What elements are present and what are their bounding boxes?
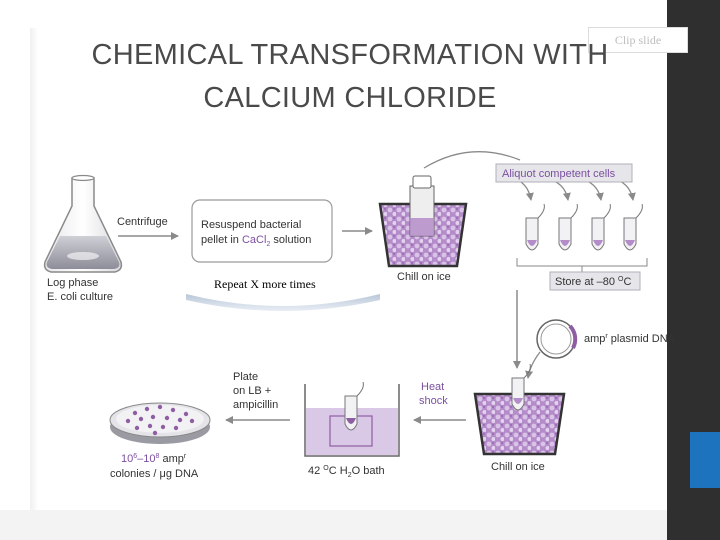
aliquot-curve-main bbox=[423, 151, 521, 169]
plate-label-3: ampicillin bbox=[233, 399, 278, 411]
colony-dot bbox=[125, 418, 131, 424]
colony-dot bbox=[150, 414, 156, 420]
water-bath-icon bbox=[304, 381, 400, 457]
bottom-strip-dark bbox=[667, 510, 720, 540]
store-label: Store at –80 OC bbox=[555, 276, 631, 288]
ice-bucket-icon-2 bbox=[473, 363, 566, 456]
colony-dot bbox=[189, 418, 195, 424]
ice-bucket-icon bbox=[378, 175, 468, 268]
store-box bbox=[549, 271, 641, 291]
ecoli-culture-label: E. coli culture bbox=[47, 291, 113, 303]
colony-dot bbox=[183, 411, 189, 417]
heat-label: Heat bbox=[421, 381, 444, 393]
colony-dot bbox=[157, 404, 163, 410]
colony-dot bbox=[164, 415, 170, 421]
resuspend-line-2: pellet in CaCl2 solution bbox=[201, 234, 311, 248]
colony-dot bbox=[147, 423, 153, 429]
bacterial-colonies bbox=[125, 404, 195, 436]
title-line-1: CHEMICAL TRANSFORMATION WITH bbox=[91, 39, 609, 71]
colonies-unit-label: colonies / μg DNA bbox=[110, 468, 199, 480]
colonies-count-label: 106–108 ampr bbox=[121, 453, 187, 465]
plate-label-2: on LB + bbox=[233, 385, 271, 397]
resuspend-line-1: Resuspend bacterial bbox=[201, 219, 301, 231]
colony-dot bbox=[138, 416, 144, 422]
resuspend-box bbox=[191, 199, 333, 263]
title-line-2: CALCIUM CHLORIDE bbox=[203, 82, 497, 114]
water-bath-label: 42 OC H2O bath bbox=[308, 465, 385, 479]
shock-label: shock bbox=[419, 395, 448, 407]
colony-dot bbox=[177, 417, 183, 423]
slide-title: CHEMICAL TRANSFORMATION WITH CALCIUM CHL… bbox=[40, 34, 660, 120]
microtube-icons bbox=[525, 203, 643, 251]
colony-dot bbox=[134, 425, 140, 431]
plate-label-1: Plate bbox=[233, 371, 258, 383]
log-phase-label: Log phase bbox=[47, 277, 98, 289]
plasmid-icon bbox=[536, 319, 578, 359]
chill-on-ice-label-1: Chill on ice bbox=[397, 271, 451, 283]
colony-dot bbox=[144, 406, 150, 412]
plasmid-label: ampr plasmid DNA bbox=[584, 333, 676, 345]
colony-dot bbox=[160, 424, 166, 430]
colony-dot bbox=[173, 425, 179, 431]
erlenmeyer-flask-icon bbox=[43, 174, 123, 273]
bottom-strip bbox=[0, 510, 720, 540]
aliquot-box bbox=[495, 163, 633, 183]
side-accent bbox=[690, 432, 720, 488]
aliquot-label: Aliquot competent cells bbox=[502, 168, 616, 180]
centrifuge-label: Centrifuge bbox=[117, 216, 168, 228]
repeat-label: Repeat X more times bbox=[214, 277, 316, 291]
colony-dot bbox=[152, 430, 158, 436]
colony-dot bbox=[170, 407, 176, 413]
colony-dot bbox=[132, 410, 138, 416]
chill-on-ice-label-2: Chill on ice bbox=[491, 461, 545, 473]
repeat-arc bbox=[186, 294, 380, 311]
storage-bracket bbox=[516, 258, 648, 267]
slide-shadow bbox=[30, 28, 38, 510]
clip-slide-button[interactable]: Clip slide bbox=[588, 27, 688, 53]
